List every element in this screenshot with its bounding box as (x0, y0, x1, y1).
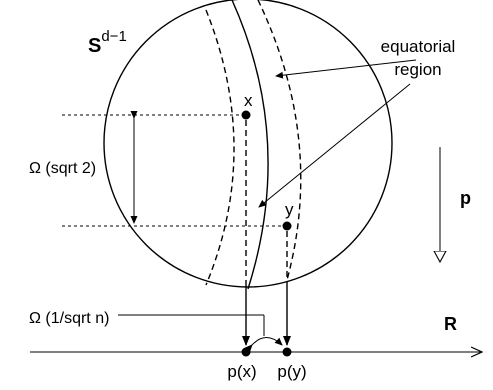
equator-curve (231, 0, 269, 290)
px-label: p(x) (227, 362, 256, 381)
band-right-boundary (257, 0, 302, 281)
distance-sqrtn-label: Ω (1/sqrt n) (29, 310, 109, 327)
equatorial-label-line2: region (394, 60, 441, 79)
label-arrow-upper (275, 59, 417, 79)
reals-r-label: R (444, 314, 457, 334)
sphere-label-exponent: d−1 (101, 28, 126, 45)
equatorial-label-line1: equatorial (381, 37, 456, 56)
point-py-dot (282, 347, 292, 357)
point-y-dot (282, 221, 292, 231)
point-y-label: y (285, 200, 294, 219)
distance-sqrt2-label: Ω (sqrt 2) (29, 160, 96, 177)
point-x-label: x (244, 91, 253, 110)
projection-p-label: p (460, 188, 471, 208)
point-x-dot (241, 110, 251, 120)
sphere-label: Sd−1 (88, 28, 127, 57)
band-left-boundary (205, 9, 235, 286)
label-arrow-lower (258, 83, 411, 208)
py-label: p(y) (277, 362, 306, 381)
small-distance-arc (244, 337, 283, 353)
point-px-dot (241, 347, 251, 357)
